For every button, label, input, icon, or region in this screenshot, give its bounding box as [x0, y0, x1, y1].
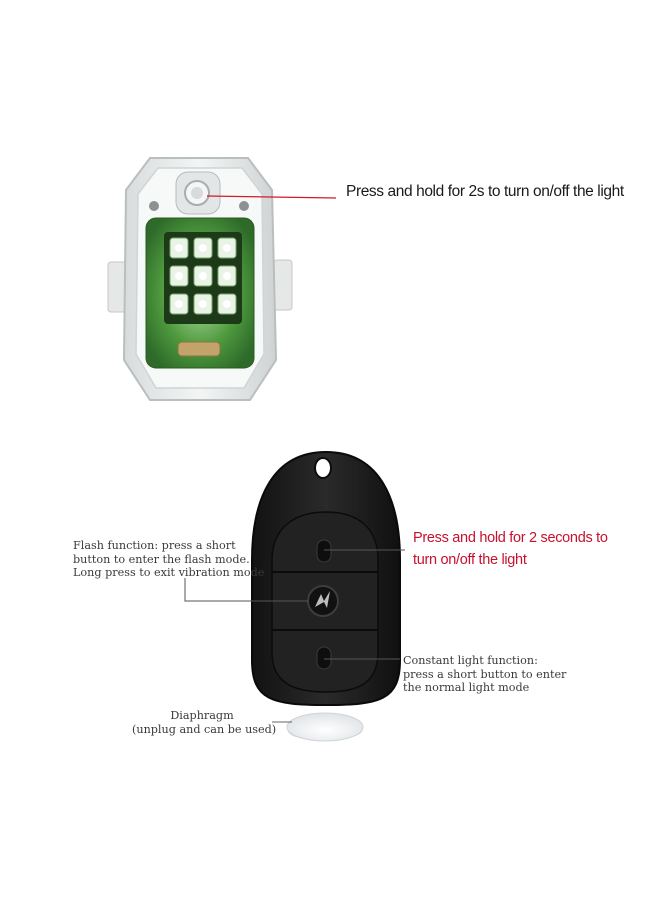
diaphragm-callout-line-2: (unplug and can be used)	[132, 722, 277, 736]
flash-function-callout: Flash function: press a short button to …	[73, 539, 264, 580]
callout-line-flash-button	[184, 578, 308, 602]
top-button-icon	[316, 539, 332, 563]
top-button-callout-line-2: turn on/off the light	[413, 552, 527, 568]
constant-callout-line-3: the normal light mode	[403, 681, 530, 694]
flash-callout-line-1: Flash function: press a short	[73, 539, 236, 552]
light-button-callout: Press and hold for 2s to turn on/off the…	[346, 183, 624, 200]
led-array	[164, 232, 242, 324]
flash-button-logo-icon	[307, 585, 339, 617]
power-button-icon	[175, 171, 221, 215]
diaphragm-pad	[286, 712, 364, 742]
top-button-callout-line-1: Press and hold for 2 seconds to	[413, 530, 608, 546]
constant-callout-line-1: Constant light function:	[403, 654, 538, 667]
callout-line-light-button	[206, 195, 337, 199]
diaphragm-callout-line-1: Diaphragm	[170, 709, 234, 722]
remote-control	[251, 450, 401, 707]
diaphragm-callout: Diaphragm (unplug and can be used)	[132, 709, 277, 736]
led-light-unit	[107, 157, 293, 401]
bottom-button-icon	[316, 646, 332, 670]
flash-callout-line-3: Long press to exit vibration mode	[73, 566, 265, 579]
keyring-hole-icon	[314, 457, 332, 479]
constant-light-callout: Constant light function: press a short b…	[403, 654, 566, 695]
constant-callout-line-2: press a short button to enter	[403, 667, 567, 681]
flash-callout-line-2: button to enter the flash mode.	[73, 552, 250, 566]
top-button-callout: Press and hold for 2 seconds to turn on/…	[413, 527, 608, 571]
